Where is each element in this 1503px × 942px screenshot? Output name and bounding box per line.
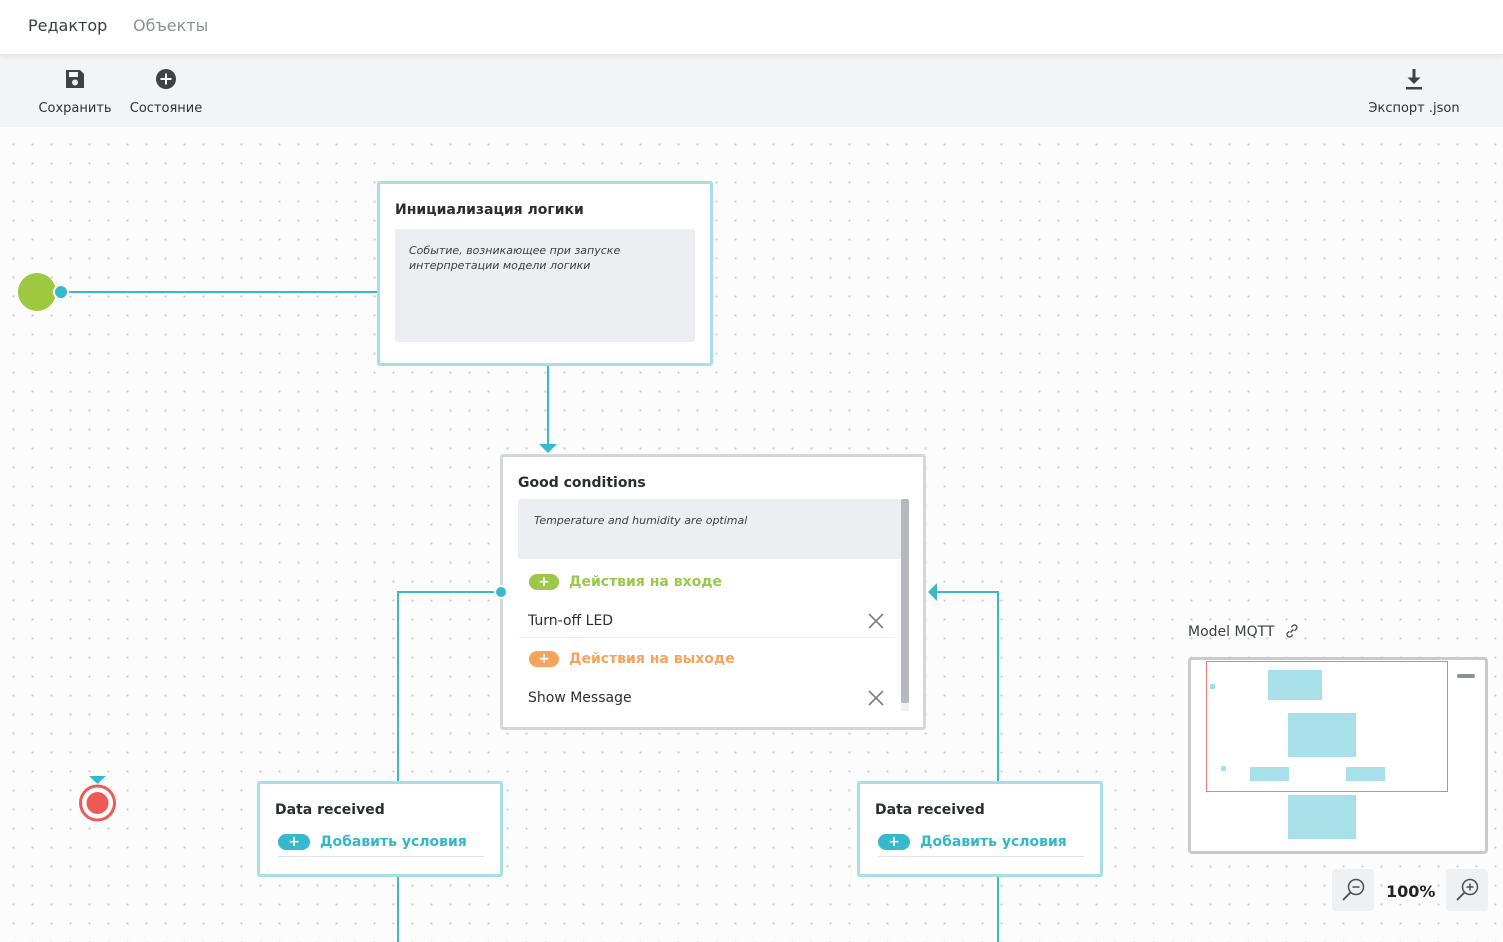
node-title: Data received — [875, 802, 985, 818]
plus-icon: + — [529, 651, 559, 667]
add-exit-action-button[interactable]: + Действия на выходе — [529, 651, 735, 667]
save-button[interactable]: Сохранить — [34, 67, 116, 116]
state-label: Состояние — [129, 101, 203, 116]
zoom-level: 100% — [1386, 882, 1436, 901]
exit-action-row[interactable]: Show Message — [519, 681, 895, 711]
export-label: Экспорт .json — [1368, 101, 1460, 116]
plus-icon: + — [878, 834, 910, 850]
add-condition-button[interactable]: + Добавить условия — [878, 834, 1084, 857]
transition-node-data-received-right[interactable]: Data received + Добавить условия — [857, 781, 1103, 877]
zoom-out-button[interactable] — [1332, 869, 1374, 911]
save-label: Сохранить — [38, 101, 112, 116]
tab-editor[interactable]: Редактор — [28, 16, 108, 35]
tab-bar: Редактор Объекты — [0, 0, 1503, 55]
node-title: Data received — [275, 802, 385, 818]
minimap-node — [1346, 767, 1385, 781]
node-title: Good conditions — [518, 475, 646, 491]
scrollbar-thumb[interactable] — [901, 499, 909, 703]
zoom-in-button[interactable] — [1446, 869, 1488, 911]
exit-actions-label: Действия на выходе — [569, 651, 735, 667]
minimap-node — [1288, 795, 1356, 839]
state-node-init[interactable]: Инициализация логики Событие, возникающе… — [377, 181, 713, 366]
minimap-node — [1268, 670, 1322, 700]
zoom-out-icon — [1342, 878, 1365, 901]
download-icon — [1406, 69, 1422, 90]
node-scrollbar[interactable] — [901, 499, 909, 711]
action-label: Turn-off LED — [528, 613, 614, 629]
add-state-button[interactable]: Состояние — [126, 67, 206, 116]
add-condition-button[interactable]: + Добавить условия — [278, 834, 484, 857]
plus-icon: + — [529, 574, 559, 590]
minimap-title: Model MQTT — [1188, 624, 1275, 640]
good-conditions-output-pin[interactable] — [494, 585, 508, 599]
entry-action-row[interactable]: Turn-off LED — [519, 604, 895, 638]
add-condition-label: Добавить условия — [320, 834, 467, 850]
tab-objects[interactable]: Объекты — [133, 16, 209, 35]
minimap[interactable] — [1188, 657, 1488, 854]
action-label: Show Message — [528, 690, 632, 706]
node-title: Инициализация логики — [395, 202, 584, 218]
zoom-in-icon — [1456, 878, 1479, 901]
toolbar: Сохранить Состояние Экспорт .json — [0, 55, 1503, 127]
plus-icon: + — [278, 834, 310, 850]
close-icon[interactable] — [867, 689, 885, 707]
floppy-disk-icon — [66, 70, 84, 88]
close-icon[interactable] — [867, 612, 885, 630]
minimap-end-marker — [1221, 766, 1226, 771]
link-icon[interactable] — [1284, 623, 1300, 639]
export-json-button[interactable]: Экспорт .json — [1368, 67, 1460, 116]
minimap-start-marker — [1210, 684, 1215, 689]
add-entry-action-button[interactable]: + Действия на входе — [529, 574, 722, 590]
transition-node-data-received-left[interactable]: Data received + Добавить условия — [257, 781, 503, 877]
entry-actions-label: Действия на входе — [569, 574, 723, 590]
node-description: Событие, возникающее при запуске интерпр… — [395, 229, 695, 342]
minimap-node — [1250, 767, 1289, 781]
node-description: Temperature and humidity are optimal — [518, 499, 902, 559]
state-node-good-conditions[interactable]: Good conditions Temperature and humidity… — [500, 454, 926, 730]
minimap-viewport[interactable] — [1206, 661, 1448, 792]
minimap-node — [1288, 713, 1356, 757]
plus-circle-icon — [156, 69, 176, 89]
minimize-icon[interactable] — [1457, 674, 1475, 678]
add-condition-label: Добавить условия — [920, 834, 1067, 850]
